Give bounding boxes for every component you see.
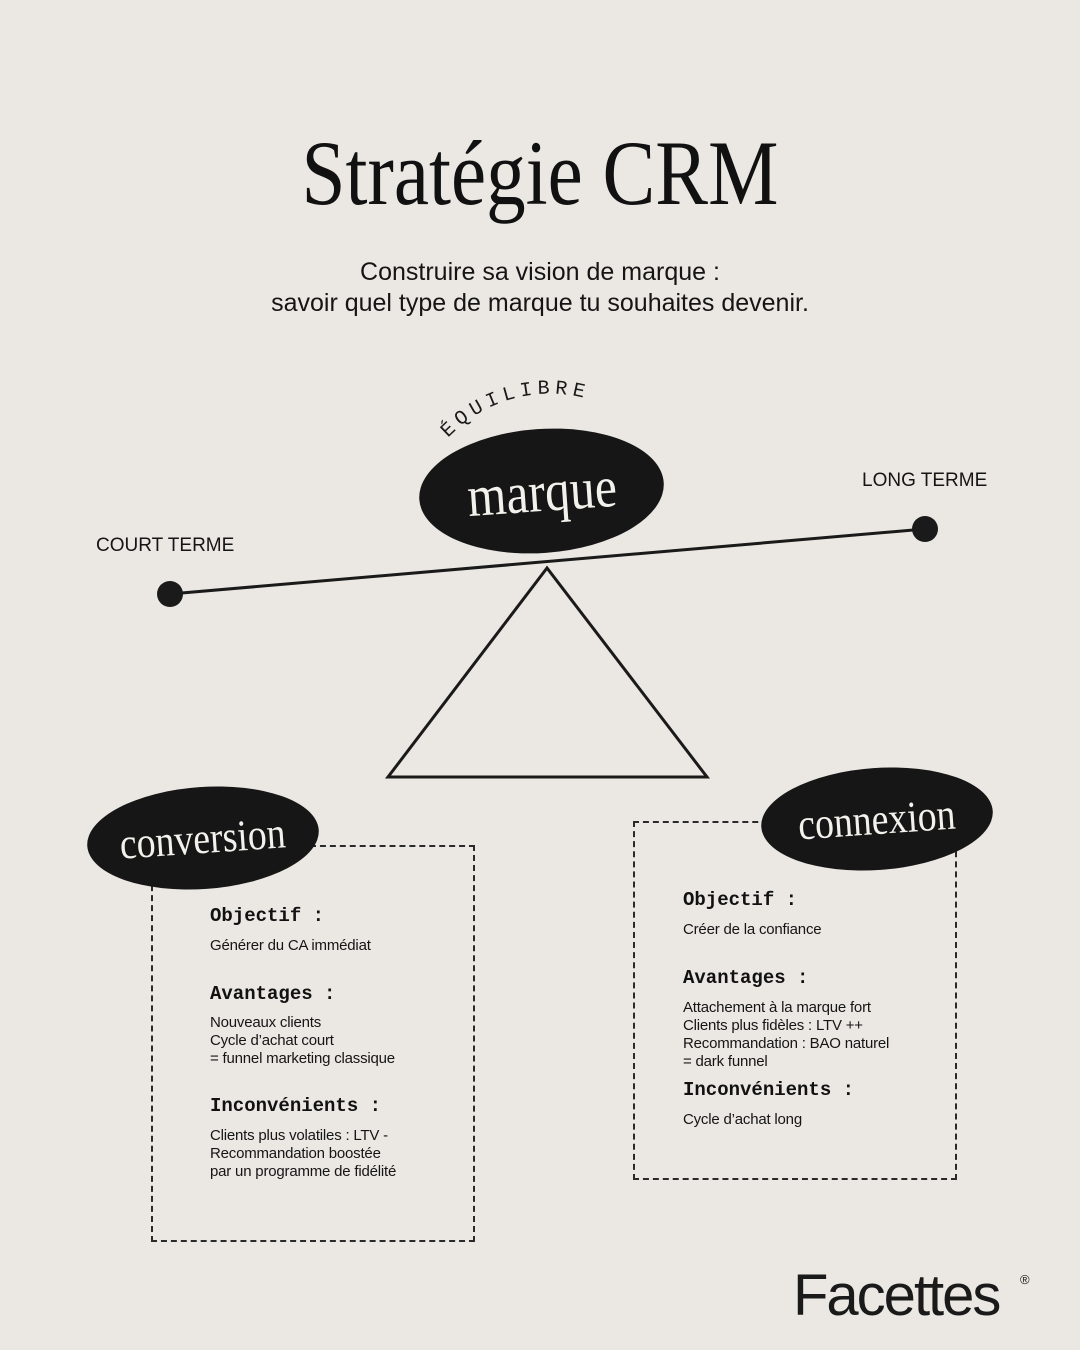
connexion-avantages-title: Avantages :	[683, 967, 809, 989]
brand-registered-mark: ®	[1020, 1272, 1030, 1287]
conversion-inconvenients-line: par un programme de fidélité	[210, 1163, 397, 1180]
beam-left-end	[157, 581, 183, 607]
conversion-avantages-text: Nouveaux clients Cycle d’achat court = f…	[210, 1014, 395, 1068]
conversion-objectif-line: Générer du CA immédiat	[210, 937, 371, 954]
brand-logo: Facettes	[793, 1263, 1001, 1328]
connexion-panel: Objectif : Créer de la confiance Avantag…	[633, 821, 957, 1180]
connexion-objectif-title: Objectif :	[683, 889, 798, 911]
connexion-avantages-line: Recommandation : BAO naturel	[683, 1035, 890, 1052]
subtitle-line-2: savoir quel type de marque tu souhaites …	[271, 289, 809, 317]
subtitle-line-1: Construire sa vision de marque :	[360, 258, 720, 286]
conversion-inconvenients-line: Recommandation boostée	[210, 1145, 381, 1162]
conversion-objectif-text: Générer du CA immédiat	[210, 937, 371, 955]
conversion-inconvenients-line: Clients plus volatiles : LTV -	[210, 1127, 388, 1144]
connexion-avantages-line: Clients plus fidèles : LTV ++	[683, 1017, 863, 1034]
connexion-objectif-text: Créer de la confiance	[683, 921, 822, 939]
fulcrum-triangle	[384, 565, 711, 779]
connexion-avantages-text: Attachement à la marque fort Clients plu…	[683, 999, 889, 1071]
connexion-inconvenients-title: Inconvénients :	[683, 1079, 855, 1101]
connexion-objectif-line: Créer de la confiance	[683, 921, 822, 938]
connexion-label: connexion	[796, 789, 958, 849]
conversion-objectif-title: Objectif :	[210, 905, 325, 927]
conversion-avantages-title: Avantages :	[210, 983, 336, 1005]
page-title: Stratégie CRM	[301, 122, 779, 224]
long-term-label: LONG TERME	[862, 470, 988, 491]
conversion-avantages-line: Cycle d’achat court	[210, 1032, 334, 1049]
beam-right-end	[912, 516, 938, 542]
conversion-avantages-line: = funnel marketing classique	[210, 1050, 395, 1067]
conversion-inconvenients-title: Inconvénients :	[210, 1095, 382, 1117]
conversion-label: conversion	[118, 807, 288, 869]
connexion-inconvenients-line: Cycle d’achat long	[683, 1111, 802, 1128]
conversion-inconvenients-text: Clients plus volatiles : LTV - Recommand…	[210, 1127, 396, 1181]
balance-beam	[169, 527, 926, 596]
short-term-label: COURT TERME	[96, 535, 235, 556]
conversion-panel: Objectif : Générer du CA immédiat Avanta…	[151, 845, 475, 1242]
connexion-inconvenients-text: Cycle d’achat long	[683, 1111, 802, 1129]
conversion-avantages-line: Nouveaux clients	[210, 1014, 322, 1031]
marque-label: marque	[464, 453, 619, 529]
connexion-avantages-line: Attachement à la marque fort	[683, 999, 871, 1016]
connexion-avantages-line: = dark funnel	[683, 1053, 768, 1070]
